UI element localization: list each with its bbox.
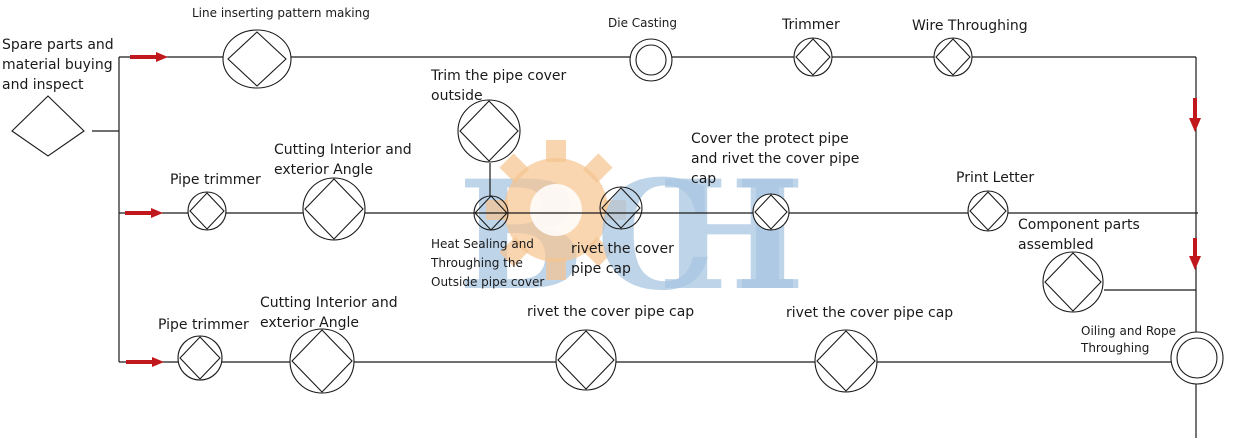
node-oiling <box>1170 331 1224 385</box>
label-line-inserting: Line inserting pattern making <box>192 6 370 20</box>
label-component-parts: Component parts assembled <box>1018 217 1144 253</box>
node-rivet-cap-2 <box>814 329 878 393</box>
node-line-inserting <box>222 29 292 89</box>
label-pipe-trimmer-2: Pipe trimmer <box>158 317 249 333</box>
watermark-letter-c: C <box>596 148 715 324</box>
start-diamond-node <box>11 95 85 157</box>
label-rivet-cap-2: rivet the cover pipe cap <box>786 305 953 321</box>
label-heat-sealing: Heat Sealing and Throughing the Outside … <box>430 237 544 289</box>
label-rivet-cap-1: rivet the cover pipe cap <box>527 304 694 320</box>
watermark-letter-i: I <box>735 148 805 324</box>
label-print-letter: Print Letter <box>956 170 1034 186</box>
label-cutting-2: Cutting Interior and exterior Angle <box>260 295 402 331</box>
node-heat-sealing <box>473 195 509 231</box>
label-trim-pipe-cover: Trim the pipe cover outside <box>430 68 571 104</box>
label-rivet-cap-mid: rivet the cover pipe cap <box>571 241 678 277</box>
label-pipe-trimmer-1: Pipe trimmer <box>170 172 261 188</box>
label-cutting-1: Cutting Interior and exterior Angle <box>274 142 416 178</box>
node-rivet-cap-mid <box>599 186 643 230</box>
arrow-down-right-1-icon <box>1189 98 1201 132</box>
node-labels: Spare parts and material buying and insp… <box>2 6 1180 355</box>
label-spare-parts: Spare parts and material buying and insp… <box>2 37 118 93</box>
arrow-right-row3-icon <box>126 357 164 367</box>
watermark-gear-icon <box>486 140 626 280</box>
label-oiling: Oiling and Rope Throughing <box>1080 324 1180 355</box>
label-trimmer: Trimmer <box>781 17 840 33</box>
watermark-letter-h: H <box>658 148 800 324</box>
node-trim-pipe-cover <box>457 99 521 163</box>
bochi-watermark: B C H I <box>458 140 805 324</box>
node-trimmer <box>793 37 833 77</box>
arrow-right-row1-icon <box>130 52 168 62</box>
node-pipe-trimmer-1 <box>187 191 227 231</box>
node-rivet-cap-1 <box>555 329 617 391</box>
label-wire-throughing: Wire Throughing <box>912 18 1028 34</box>
node-cover-protect <box>752 193 790 231</box>
label-cover-protect: Cover the protect pipe and rivet the cov… <box>691 131 864 187</box>
node-cutting-1 <box>302 177 366 241</box>
node-component-parts <box>1042 251 1104 313</box>
node-die-casting <box>629 38 673 82</box>
node-wire-throughing <box>933 37 973 77</box>
label-die-casting: Die Casting <box>608 16 677 30</box>
node-print-letter <box>967 190 1009 232</box>
node-cutting-2 <box>289 328 355 394</box>
arrow-down-right-2-icon <box>1189 238 1201 270</box>
process-nodes <box>11 29 1224 394</box>
flow-arrows <box>125 52 1201 367</box>
node-pipe-trimmer-2 <box>177 335 223 381</box>
arrow-right-row2-icon <box>125 208 163 218</box>
